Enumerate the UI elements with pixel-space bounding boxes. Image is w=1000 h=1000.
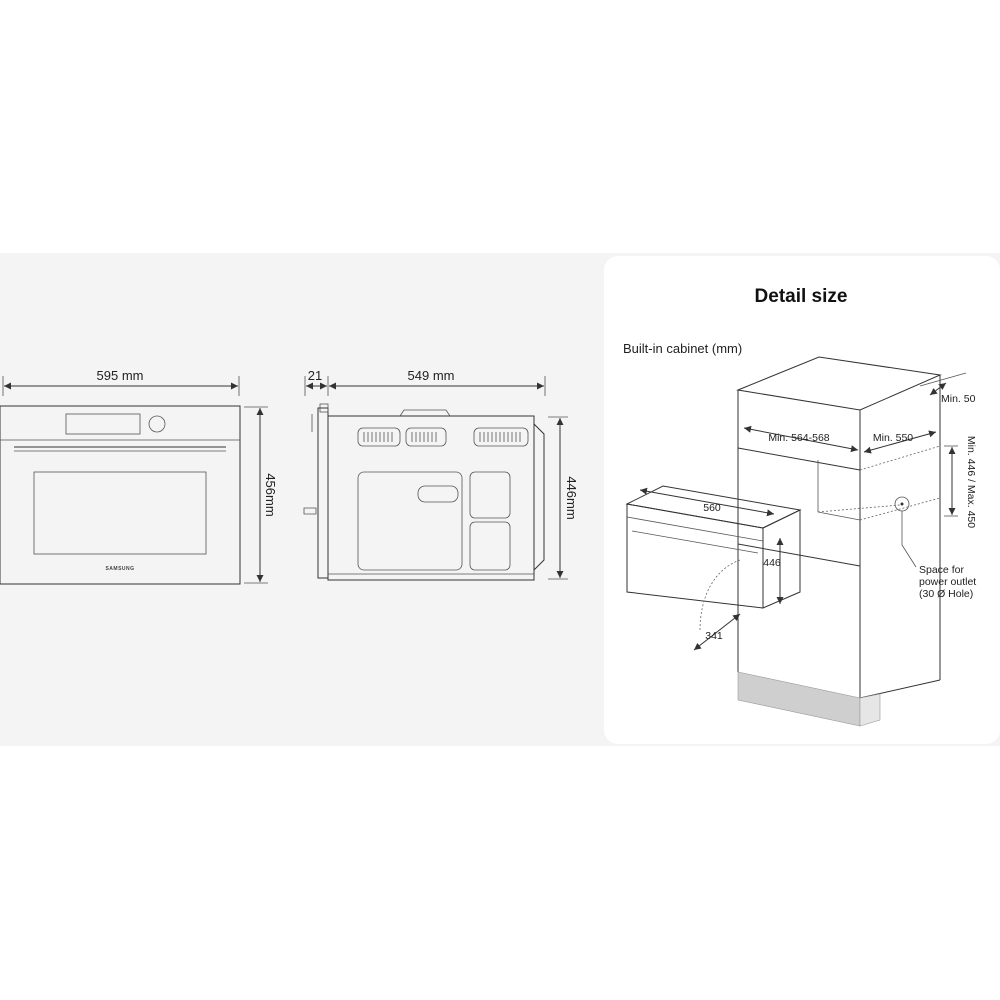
oven-width-label: 560: [703, 502, 721, 514]
oven-depth-label: 341: [705, 630, 723, 642]
brand-logo-text: SAMSUNG: [105, 566, 134, 572]
power-outlet-note-line-1: Space for: [919, 564, 964, 576]
cabinet-side-bottom: [859, 679, 941, 699]
opening-top-edge: [737, 447, 861, 471]
min-depth-label: Min. 550: [873, 432, 913, 444]
side-depth-label: 549 mm: [408, 368, 455, 383]
control-knob: [148, 415, 166, 433]
side-view: 21 549 mm 446mm: [303, 368, 579, 581]
side-panel-large: [357, 471, 463, 571]
oven-depth-dimension-line: [693, 613, 741, 651]
min-width-label: Min. 564-568: [768, 432, 829, 444]
rear-bracket: [533, 423, 545, 571]
side-height-label: 446mm: [564, 476, 579, 519]
front-height-label: 456mm: [263, 473, 278, 516]
side-door-profile: [317, 407, 329, 579]
side-handle: [303, 507, 317, 515]
oven-height-label: 446: [763, 557, 781, 569]
power-outlet-note-line-2: power outlet: [919, 576, 976, 588]
side-door-top-cap: [319, 403, 329, 413]
power-outlet-note-line-3: (30 Ø Hole): [919, 588, 973, 600]
side-vent-1: [357, 427, 401, 447]
control-display-panel: [65, 413, 141, 435]
min-depth-dimension-line: [863, 430, 937, 454]
min50-dimension-line: [929, 382, 947, 396]
side-vent-3: [473, 427, 529, 447]
opening-inner-floor: [817, 511, 861, 521]
cabinet-plinth-side: [859, 693, 881, 727]
side-body: [327, 415, 535, 581]
min50-extension: [919, 372, 967, 387]
oven-handle-line: [631, 530, 759, 554]
opening-bottom-edge: [737, 543, 861, 567]
oven-front-body: [0, 405, 241, 585]
detail-size-panel: Detail size Built-in cabinet (mm) Min. 5…: [623, 286, 977, 727]
power-outlet-center: [900, 502, 904, 506]
front-width-label: 595 mm: [97, 368, 144, 383]
min-width-dimension-line: [743, 425, 859, 453]
power-outlet-leader: [901, 511, 917, 568]
side-panel-lower-right: [469, 521, 511, 571]
cabinet-drawing: Min. 50 Min. 564-568 Min. 550 Min. 446 /…: [736, 356, 977, 727]
front-view: 595 mm SAMSUNG 456mm: [0, 368, 278, 585]
height-range-label: Min. 446 / Max. 450: [965, 436, 977, 528]
opening-depth-bottom-dash: [859, 497, 941, 521]
opening-depth-mid-dash: [817, 504, 901, 513]
oven-door-swing-arc: [699, 559, 741, 631]
top-vent-cover: [399, 409, 451, 417]
min50-label: Min. 50: [941, 393, 976, 405]
cabinet-plinth-front: [737, 671, 861, 727]
side-panel-slot: [417, 485, 459, 503]
side-panel-upper-right: [469, 471, 511, 519]
oven-front-face: [626, 503, 764, 609]
oven-width-dimension-line: [639, 487, 775, 517]
door-window: [33, 471, 207, 555]
oven-insert-drawing: 560 446 341: [625, 485, 802, 651]
built-in-cabinet-subtitle: Built-in cabinet (mm): [623, 341, 742, 356]
side-vent-2: [405, 427, 447, 447]
detail-size-title: Detail size: [755, 286, 848, 307]
side-door-depth-label: 21: [308, 368, 322, 383]
oven-control-strip: [626, 516, 764, 542]
cabinet-top: [736, 356, 942, 411]
